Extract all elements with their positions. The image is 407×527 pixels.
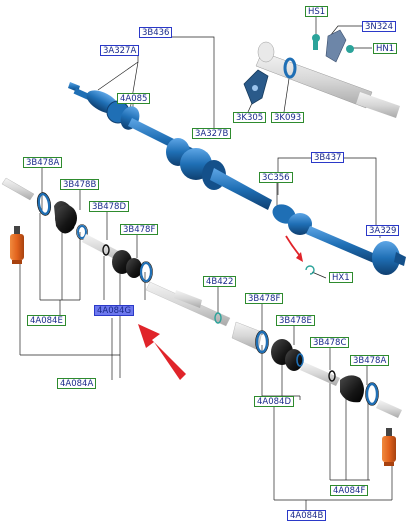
small-arrow-icon [285, 235, 303, 262]
hx1-clip [305, 265, 315, 275]
label-hx1[interactable]: HX1 [329, 272, 353, 283]
label-3k305[interactable]: 3K305 [233, 112, 267, 123]
label-3b478f-left[interactable]: 3B478F [120, 224, 159, 235]
left-exploded-group [1, 177, 153, 283]
label-4a084g[interactable]: 4A084G [94, 305, 135, 316]
label-3b478a-right[interactable]: 3B478A [350, 355, 390, 366]
label-3b478d[interactable]: 3B478D [89, 201, 130, 212]
label-3k093[interactable]: 3K093 [271, 112, 305, 123]
label-3a329[interactable]: 3A329 [366, 225, 400, 236]
label-hn1[interactable]: HN1 [373, 43, 398, 54]
label-4a085[interactable]: 4A085 [117, 93, 151, 104]
grease-tube-right [382, 436, 396, 462]
pointer-arrow-icon [138, 324, 186, 380]
label-4a084a[interactable]: 4A084A [57, 378, 97, 389]
label-3a327a[interactable]: 3A327A [100, 45, 140, 56]
label-3a327b[interactable]: 3A327B [192, 128, 232, 139]
label-3b436[interactable]: 3B436 [139, 27, 173, 38]
intermediate-shaft [243, 29, 400, 118]
label-4a084d[interactable]: 4A084D [254, 396, 294, 407]
label-3b478c[interactable]: 3B478C [310, 337, 350, 348]
grease-tube-left [10, 234, 24, 260]
label-4a084e[interactable]: 4A084E [27, 315, 66, 326]
right-exploded-group [145, 281, 402, 466]
label-3b478e[interactable]: 3B478E [276, 315, 315, 326]
label-4a084b[interactable]: 4A084B [287, 510, 327, 521]
label-3b437[interactable]: 3B437 [311, 152, 345, 163]
label-3b478a-left[interactable]: 3B478A [23, 157, 63, 168]
label-3b478b[interactable]: 3B478B [60, 179, 100, 190]
label-4a084f[interactable]: 4A084F [330, 485, 369, 496]
label-hs1[interactable]: HS1 [305, 6, 329, 17]
upper-driveshaft [68, 82, 406, 275]
label-3c356[interactable]: 3C356 [259, 172, 293, 183]
label-3n324[interactable]: 3N324 [362, 21, 396, 32]
label-4b422[interactable]: 4B422 [203, 276, 237, 287]
label-3b478f-right[interactable]: 3B478F [245, 293, 284, 304]
